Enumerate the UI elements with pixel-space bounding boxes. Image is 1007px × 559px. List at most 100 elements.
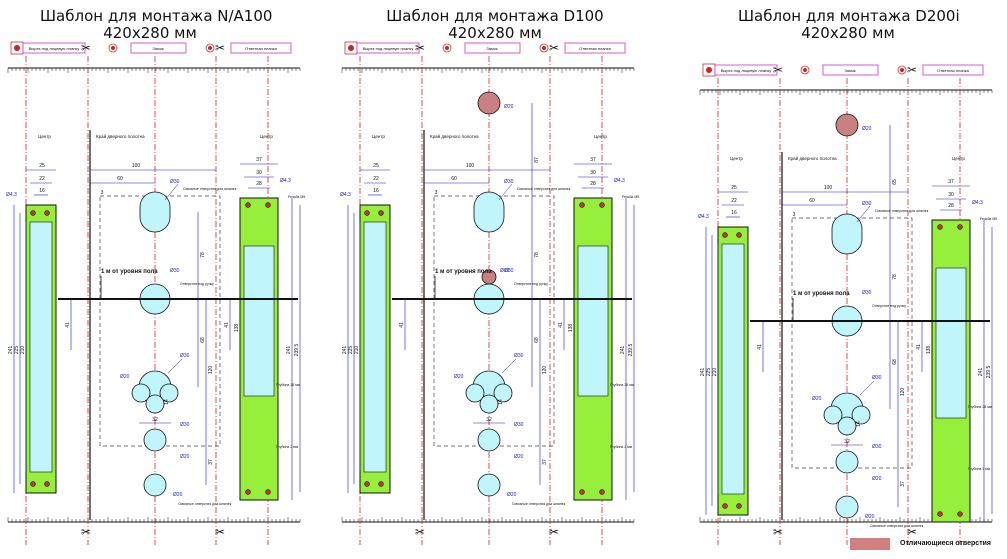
dim-d30-handle: Ø30 xyxy=(504,268,514,274)
note-handle: Отверстие под ручку xyxy=(872,304,906,308)
dim-22: 22 xyxy=(373,176,379,182)
hole-lower-2 xyxy=(143,473,167,497)
box-left-label: Вырез под лицевую планку xyxy=(363,46,414,51)
dim-d30-cylinder: Ø30 xyxy=(514,353,524,359)
hole-cylinder-bottom xyxy=(479,394,499,414)
strip-hole xyxy=(722,503,728,509)
right-strip-cyan xyxy=(243,245,275,397)
warning-icon-3-dot xyxy=(542,46,546,50)
note-depth-28: Глубина 28 мм xyxy=(610,383,635,387)
dim-78: 78 xyxy=(892,274,898,280)
hole-cylinder-left xyxy=(465,383,485,403)
hole-cylinder-left xyxy=(131,383,151,403)
dim-top: 87 xyxy=(534,157,540,163)
leader-d30-top xyxy=(498,183,513,201)
dim-225: 225 xyxy=(706,368,712,377)
template-title-3-name: Шаблон для монтажа D200i xyxy=(738,7,960,25)
thread-label: Резьба М5 xyxy=(288,195,305,199)
dim-22: 22 xyxy=(39,176,45,182)
warning-icon-3-dot xyxy=(900,68,904,72)
dim-210: 210 xyxy=(712,368,718,377)
dim-41-left: 41 xyxy=(757,344,763,350)
dim-41-right: 41 xyxy=(224,322,230,328)
strip-hole xyxy=(599,202,605,208)
dim-78: 78 xyxy=(534,252,540,258)
warning-icon-2-dot xyxy=(803,68,807,72)
strip-hole xyxy=(937,511,943,517)
scissors-icon: ✂ xyxy=(773,525,783,539)
note-through-top: Сквозные отверстия для шпилек xyxy=(517,187,571,191)
hole-lower-1 xyxy=(835,450,859,474)
warning-icon-3-dot xyxy=(208,46,212,50)
template-title-1: Шаблон для монтажа N/A100 420x280 мм xyxy=(40,8,272,42)
template-title-2-name: Шаблон для монтажа D100 xyxy=(386,7,604,25)
dim-d20-bottom: Ø20 xyxy=(865,514,875,520)
strip-hole xyxy=(722,232,728,238)
note-depth-2: Глубина 2 мм xyxy=(276,445,299,449)
dim-138: 138 xyxy=(926,346,932,355)
hole-cylinder-right xyxy=(851,405,871,425)
scissors-icon: ✂ xyxy=(907,63,917,77)
dim-d30-cylinder: Ø30 xyxy=(180,353,190,359)
dim-d30-lower: Ø30 xyxy=(180,422,190,428)
right-strip-cyan xyxy=(577,245,609,397)
strip-hole xyxy=(265,202,271,208)
dim-37-bottom: 37 xyxy=(900,481,906,487)
hole-top-oval xyxy=(831,213,863,255)
box-left xyxy=(356,42,420,54)
dim-30: 30 xyxy=(256,170,262,176)
dim-68: 68 xyxy=(892,359,898,365)
dim-41-left: 41 xyxy=(399,322,405,328)
dim-210: 210 xyxy=(20,346,26,355)
strip-hole xyxy=(265,489,271,495)
scissors-icon: ✂ xyxy=(215,41,225,55)
dim-3: 3 xyxy=(435,190,438,196)
dim-3: 3 xyxy=(101,190,104,196)
dim-120: 120 xyxy=(542,366,548,375)
box-mid-label: Замок xyxy=(486,46,498,51)
strip-hole xyxy=(364,210,370,216)
dim-100: 100 xyxy=(466,163,475,169)
dim-16: 16 xyxy=(373,188,379,194)
dim-37: 37 xyxy=(590,157,596,163)
dim-41-left: 41 xyxy=(65,322,71,328)
note-through-top: Сквозные отверстия для шпилек xyxy=(183,187,237,191)
dim-28: 28 xyxy=(256,181,262,187)
dim-16: 16 xyxy=(39,188,45,194)
box-right xyxy=(230,42,292,54)
leader-d30-cylinder xyxy=(859,380,875,396)
strip-hole xyxy=(957,511,963,517)
strip-hole xyxy=(579,489,585,495)
scissors-icon: ✂ xyxy=(215,525,225,539)
left-strip-cyan xyxy=(363,221,387,473)
dim-d43-left: Ø4.3 xyxy=(340,192,351,198)
hole-lower-2 xyxy=(477,473,501,497)
leader-d30-top xyxy=(164,183,179,201)
dim-32: 32 xyxy=(844,439,850,445)
dim-30: 30 xyxy=(948,192,954,198)
floor-label: 1 м от уровня пола xyxy=(435,269,492,275)
hole-top-different xyxy=(835,113,859,137)
dim-14: 14 xyxy=(164,399,170,405)
floor-label: 1 м от уровня пола xyxy=(793,291,850,297)
strip-hole xyxy=(599,489,605,495)
dim-138: 138 xyxy=(234,324,240,333)
dim-d43-left: Ø4.3 xyxy=(6,192,17,198)
dim-78: 78 xyxy=(200,252,206,258)
door-edge-label: Край дверного полотна xyxy=(788,155,837,161)
dim-d20-top: Ø20 xyxy=(504,104,514,110)
leader-d30-cylinder xyxy=(501,358,517,374)
left-strip-cyan xyxy=(29,221,53,473)
note-depth-2: Глубина 2 мм xyxy=(610,445,633,449)
dim-d20-lower: Ø20 xyxy=(872,476,882,482)
dim-68: 68 xyxy=(534,337,540,343)
template-title-3: Шаблон для монтажа D200i 420x280 мм xyxy=(738,7,960,42)
floor-label: 1 м от уровня пола xyxy=(101,269,158,275)
hole-lower-1 xyxy=(477,428,501,452)
dim-d20-lower: Ø20 xyxy=(514,454,524,460)
dim-32: 32 xyxy=(152,417,158,423)
door-edge-label: Край дверного полотна xyxy=(96,133,145,139)
